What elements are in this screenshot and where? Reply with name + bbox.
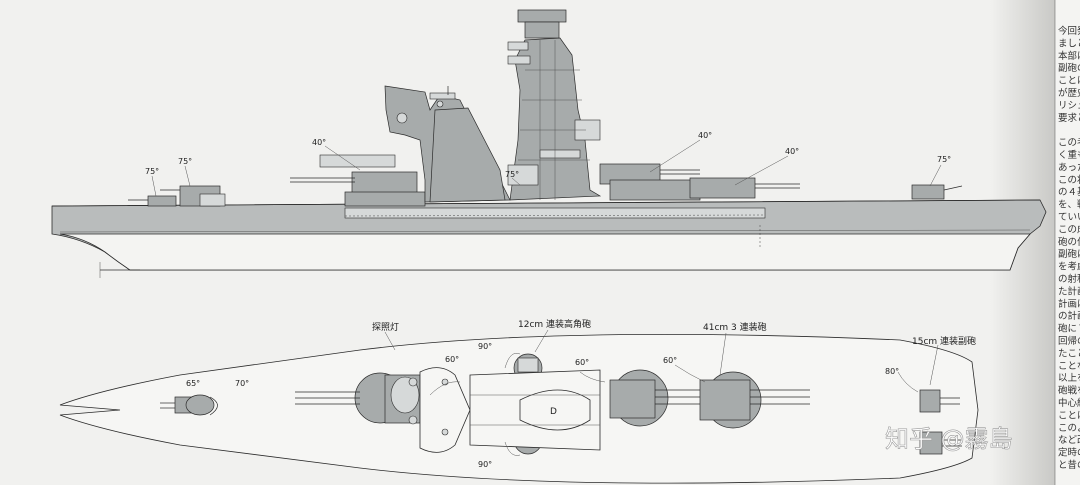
page-text-line: 定時の	[1058, 447, 1080, 459]
bow-secondary-turrets-plan	[919, 389, 962, 455]
page-text-line: 砲戦を	[1058, 385, 1080, 397]
fwd-main-turret-2	[689, 177, 756, 199]
page-text-line: など改	[1058, 434, 1080, 446]
page-text-line: 副砲に	[1058, 248, 1080, 260]
label-main-gun: 41cm 3 連装砲	[703, 321, 767, 333]
central-deckhouse-plan: D	[469, 369, 601, 451]
page-text-line: を考慮	[1058, 261, 1080, 273]
label-elev-fwd-main-1: 40°	[698, 131, 712, 140]
page-text-line: あった	[1058, 162, 1080, 173]
page-text-line: 砲の位	[1058, 236, 1080, 248]
label-elev-aft-secondary: 75°	[178, 157, 192, 166]
label-arc-stern-b: 70°	[235, 379, 249, 388]
side-page-text: 今回発ましとは本部は副砲のことはが歴史リシュ要求とこの考く重もあったこの状の４基…	[1058, 25, 1080, 471]
label-elev-stern-secondary: 75°	[145, 167, 159, 176]
label-arc-stern-a: 65°	[186, 379, 200, 388]
page-text-line: リシュ	[1058, 100, 1080, 111]
stern-secondary-turret	[147, 195, 177, 207]
label-elev-fwd-main-2: 40°	[785, 147, 799, 156]
label-arc-bow-secondary: 80°	[885, 367, 899, 376]
center-mark: D	[550, 407, 557, 417]
deck-plan-view: D	[59, 318, 979, 484]
bow-secondary-turret	[911, 184, 945, 200]
page-text-line: 本部は	[1058, 50, 1080, 62]
page-text-line: ことは	[1058, 410, 1080, 421]
label-searchlight: 探照灯	[372, 321, 399, 333]
page-text-line: 計画は	[1058, 298, 1080, 310]
page-text-line: この成	[1058, 223, 1080, 235]
page-text-line: 回帰の	[1058, 335, 1080, 347]
label-aa-gun: 12cm 連装高角砲	[518, 318, 591, 330]
armor-belt	[344, 207, 766, 219]
label-arc-mid-turret: 60°	[575, 358, 589, 367]
next-page	[1055, 0, 1080, 485]
page-text-line: このよ	[1058, 423, 1080, 434]
watermark: 知乎 @霧島	[885, 425, 1013, 453]
page-text-line: を、戦	[1058, 199, 1080, 211]
label-arc-fwd-turret: 60°	[663, 356, 677, 365]
fwd-main-turrets-plan	[609, 369, 810, 429]
aft-main-turret-plan	[295, 372, 421, 424]
page-text-line: ことな	[1058, 361, 1080, 372]
page-text-line: が歴史	[1058, 87, 1080, 99]
aft-deck-house-plan	[408, 367, 471, 453]
tower-top	[517, 9, 567, 23]
page-text-line: の射程	[1058, 273, 1080, 285]
label-elev-aft-main: 40°	[312, 138, 326, 147]
side-profile-view: 75° 75° 40° 75° 40° 40° 75°	[51, 9, 1047, 278]
page-text-line: と昔の	[1058, 460, 1080, 471]
label-arc-aa-bottom: 90°	[478, 460, 492, 469]
page-text-line: の４基	[1058, 186, 1080, 198]
label-arc-aft-turret: 60°	[445, 355, 459, 364]
page-text-line: 副砲の	[1058, 62, 1080, 74]
hull-underwater	[59, 233, 1031, 271]
page-text-line: ていい	[1058, 212, 1080, 223]
page-text-line: この考	[1058, 138, 1080, 149]
page-text-line: 以上を	[1058, 373, 1080, 384]
page-text-line: た計画	[1058, 285, 1080, 297]
page-text-line: 砲に７	[1058, 323, 1080, 335]
page-text-line: 今回発	[1058, 25, 1080, 37]
label-secondary-gun: 15cm 連装副砲	[912, 335, 976, 347]
stern-secondary-turrets-plan	[160, 394, 218, 416]
page-text-line: ましとは	[1058, 38, 1080, 49]
label-elev-tower-secondary: 75°	[505, 170, 519, 179]
aft-main-turret-side	[351, 171, 418, 195]
page-text-line: 中心線	[1058, 397, 1080, 409]
page-text-line: この状	[1058, 174, 1080, 186]
page-text-line: く重も	[1058, 149, 1080, 161]
page-text-line: 要求と	[1058, 112, 1080, 124]
page-text-line: ことは	[1058, 76, 1080, 87]
label-elev-bow-secondary: 75°	[937, 155, 951, 164]
page-text-line: たこと	[1058, 348, 1080, 359]
label-arc-aa-top: 90°	[478, 342, 492, 351]
page-text-line: の計画	[1058, 310, 1080, 322]
funnel	[429, 107, 506, 203]
